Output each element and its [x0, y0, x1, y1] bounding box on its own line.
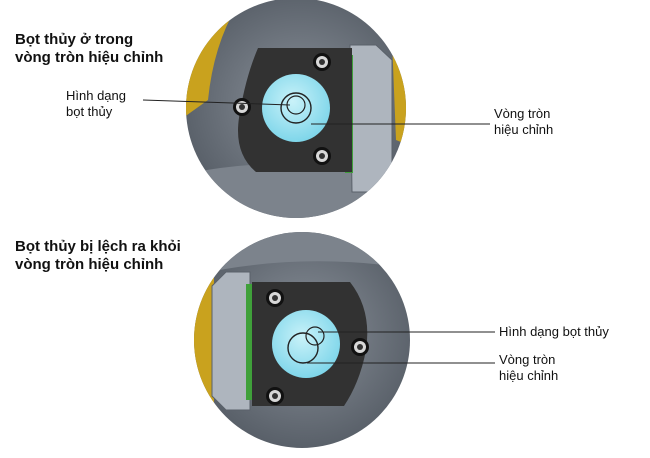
- bottom-level-view: [194, 232, 495, 448]
- bottom-heading: Bọt thủy bị lệch ra khỏi vòng tròn hiệu …: [15, 238, 181, 274]
- bottom-yellow-left: [194, 260, 214, 430]
- top-bubble-leader: [142, 99, 291, 106]
- bottom-bubble-label: Hình dạng bọt thủy: [499, 324, 609, 340]
- screw-icon: [313, 147, 331, 165]
- top-bubble-label-line-2: bọt thủy: [66, 104, 113, 119]
- top-ring-label-line-2: hiệu chỉnh: [494, 122, 554, 137]
- bottom-ring-label-line-2: hiệu chỉnh: [499, 368, 559, 383]
- top-heading: Bọt thủy ở trong vòng tròn hiệu chỉnh: [15, 31, 163, 67]
- top-level-view: [142, 0, 490, 218]
- top-heading-line-2: vòng tròn hiệu chỉnh: [15, 49, 164, 66]
- screw-icon: [233, 98, 251, 116]
- bottom-bracket: [211, 271, 251, 411]
- top-bubble-label-line-1: Hình dạng: [66, 88, 126, 103]
- bottom-heading-line-1: Bọt thủy bị lệch ra khỏi: [15, 238, 181, 255]
- top-bubble-label: Hình dạng bọt thủy: [66, 88, 126, 120]
- screw-icon: [266, 387, 284, 405]
- bottom-green-strip: [246, 284, 254, 400]
- top-yellow-right: [392, 30, 406, 150]
- bottom-ring-label: Vòng tròn hiệu chỉnh: [499, 352, 558, 384]
- calibration-ring-icon: [280, 92, 312, 124]
- calibration-ring-icon: [287, 332, 319, 364]
- screw-icon: [313, 53, 331, 71]
- top-ring-label: Vòng tròn hiệu chỉnh: [494, 106, 553, 138]
- bottom-vial: [272, 310, 340, 378]
- bottom-heading-line-2: vòng tròn hiệu chỉnh: [15, 256, 164, 273]
- top-ring-label-line-1: Vòng tròn: [494, 106, 551, 121]
- screw-icon: [351, 338, 369, 356]
- bottom-ring-label-line-1: Vòng tròn: [499, 352, 556, 367]
- bottom-bubble-label-text: Hình dạng bọt thủy: [499, 324, 609, 339]
- screw-icon: [266, 289, 284, 307]
- top-vial: [262, 74, 330, 142]
- bubble-icon: [305, 326, 325, 346]
- top-bracket: [349, 44, 393, 193]
- top-heading-line-1: Bọt thủy ở trong: [15, 31, 134, 48]
